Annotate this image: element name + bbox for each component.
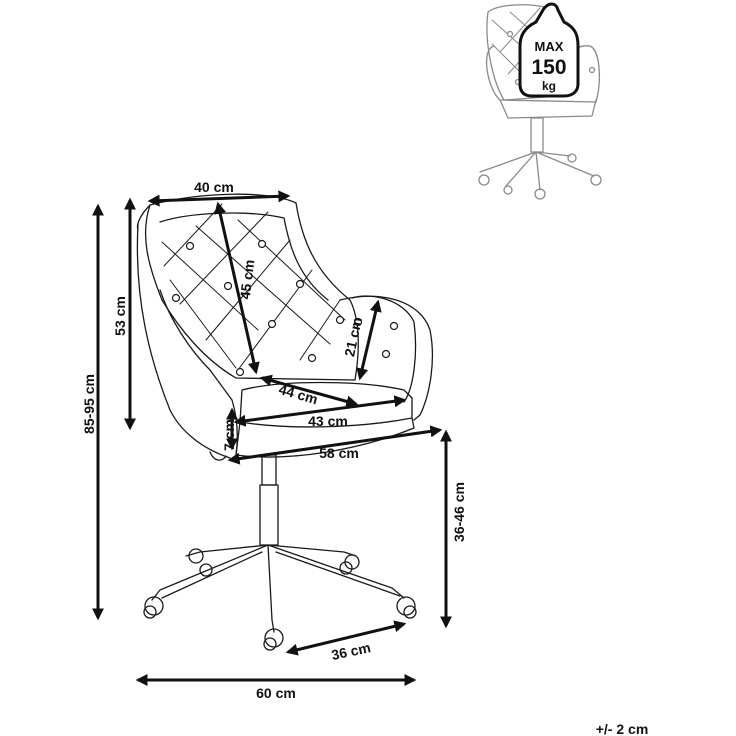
weight-limit-badge: MAX 150 kg [518, 2, 580, 98]
weight-value: 150 [531, 56, 566, 79]
backrest-diag-arrow [214, 201, 260, 375]
chair-drawing [136, 193, 434, 651]
overall-depth-label: 60 cm [256, 685, 296, 701]
backrest-diag-label: 45 cm [237, 259, 258, 300]
overall-width-label: 58 cm [319, 445, 359, 461]
dimension-labels: 85-95 cm 53 cm 40 cm 45 cm 21 cm 44 cm 4… [81, 179, 648, 736]
casters [143, 548, 417, 651]
base-span-arrow [285, 620, 407, 656]
seat-depth-label: 44 cm [277, 381, 320, 407]
dimension-arrows [92, 190, 452, 686]
tolerance-label: +/- 2 cm [596, 721, 649, 736]
seat-width-label: 43 cm [308, 413, 348, 429]
seat-height-label: 36-46 cm [451, 482, 467, 542]
backrest-height-label: 53 cm [112, 296, 128, 336]
overall-height-label: 85-95 cm [81, 374, 97, 434]
overall-width-arrow [227, 425, 443, 465]
weight-unit: kg [542, 79, 556, 93]
backrest-width-label: 40 cm [194, 179, 234, 195]
base-span-label: 36 cm [330, 639, 372, 663]
seat-width-arrow [233, 395, 407, 427]
seat-thickness-label: 7 cm [221, 419, 237, 451]
armrest-height-arrow [356, 299, 382, 381]
max-label: MAX [535, 39, 564, 54]
armrest-height-label: 21 cm [341, 316, 365, 358]
backrest-width-arrow [147, 190, 291, 207]
